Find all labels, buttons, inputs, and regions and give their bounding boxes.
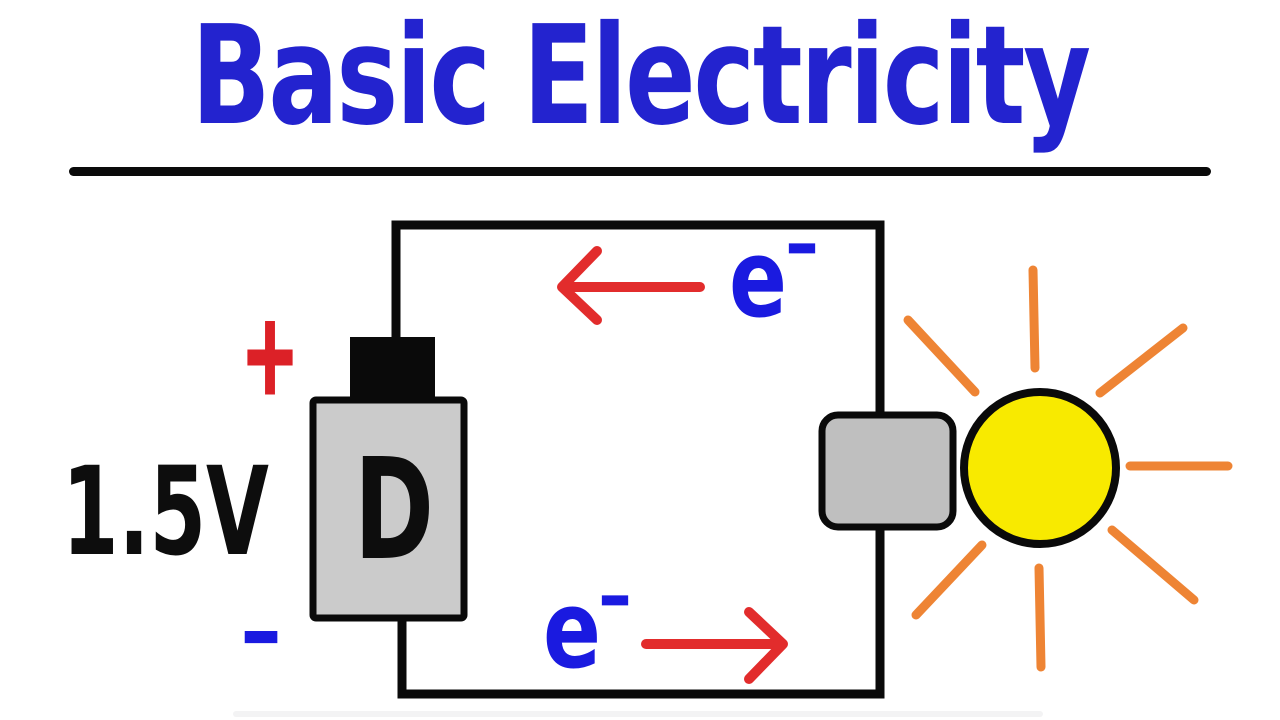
bulb-ray-bottom-left [911, 540, 987, 620]
bulb-globe [960, 388, 1120, 548]
bottom-gray-bar [233, 711, 1043, 717]
battery-terminal [350, 337, 435, 403]
electron-arrow-top-head [557, 246, 602, 325]
electron-arrow-bottom-head [744, 607, 788, 684]
bulb-ray-bottom [1034, 563, 1046, 672]
bulb-ray-bottom-right [1107, 525, 1199, 605]
bulb-base [818, 411, 957, 531]
bulb-ray-top-left [903, 315, 980, 397]
battery-minus-sign: − [241, 594, 281, 676]
bulb-ray-top [1028, 265, 1040, 373]
battery-plus-sign: + [241, 290, 299, 420]
bulb-rays [903, 265, 1233, 672]
bulb-ray-top-right [1095, 323, 1188, 398]
electron-symbol-top: e [729, 217, 787, 342]
electron-symbol-bottom: e [543, 568, 601, 693]
battery-body [309, 396, 468, 622]
electron-superscript-bottom: − [599, 567, 631, 632]
electron-superscript-top: − [786, 215, 818, 280]
electron-flow-top: e − [557, 213, 820, 342]
battery-voltage-label: 1.5V [62, 441, 269, 583]
circuit-wire [391, 220, 885, 699]
electron-flow-bottom: e − [543, 565, 788, 693]
page-title: Basic Electricity [191, 0, 1091, 156]
battery-size-label: D [354, 429, 434, 592]
title-underline [69, 167, 1211, 176]
